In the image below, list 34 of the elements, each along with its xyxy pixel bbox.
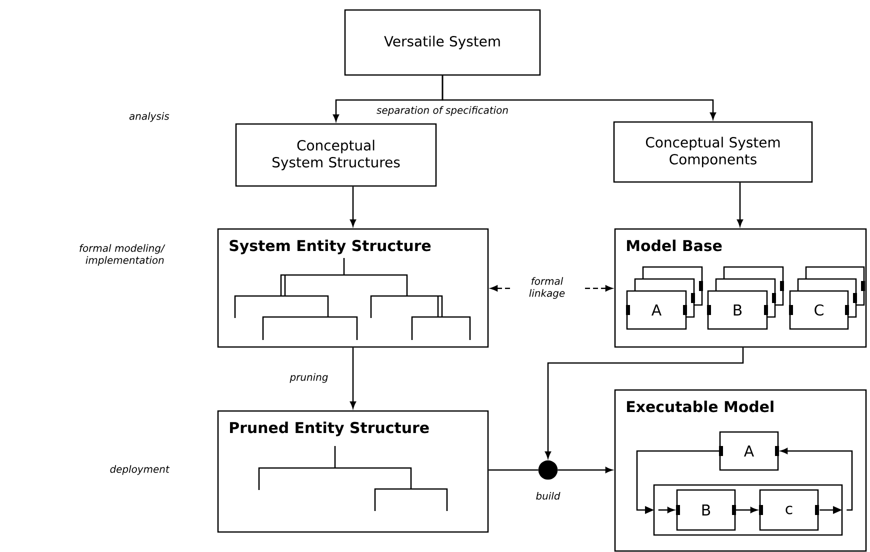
model-block-stack: C	[789, 266, 865, 330]
model-block: c	[759, 489, 819, 531]
model-block: A	[719, 431, 779, 471]
structure-panel: Pruned Entity Structure	[217, 410, 489, 533]
edge-label: separation of specification	[374, 104, 510, 118]
node-label: B	[734, 304, 742, 316]
arrow	[658, 507, 674, 513]
arrow	[350, 186, 356, 226]
process-box: Conceptual System Components	[613, 121, 813, 183]
arrow	[545, 348, 744, 458]
arrow	[736, 507, 758, 513]
arrow	[558, 467, 612, 473]
coupled-model-box	[653, 484, 843, 536]
edge-label: formal linkage	[510, 275, 584, 301]
arrow	[820, 506, 842, 514]
phase-label: formal modeling/ implementation	[80, 244, 166, 266]
junction-label: build	[536, 492, 560, 500]
phase-label: analysis	[129, 112, 170, 122]
arrow	[737, 182, 743, 226]
arrow	[442, 76, 716, 120]
phase-label: deployment	[110, 465, 170, 475]
arrow	[350, 348, 356, 408]
model-block-stack: A	[626, 266, 703, 330]
model-block-stack: B	[707, 266, 784, 330]
process-box: Versatile System	[344, 9, 541, 76]
node-label: A	[652, 304, 662, 316]
node-label: C	[814, 304, 824, 316]
edge-label: pruning	[288, 371, 330, 385]
arrow	[780, 448, 853, 511]
arrow	[636, 450, 720, 514]
structure-panel: System Entity Structure	[217, 228, 489, 348]
process-box: Conceptual System Structures	[235, 123, 437, 187]
model-block: B	[676, 489, 736, 531]
junction-dot	[538, 460, 558, 480]
